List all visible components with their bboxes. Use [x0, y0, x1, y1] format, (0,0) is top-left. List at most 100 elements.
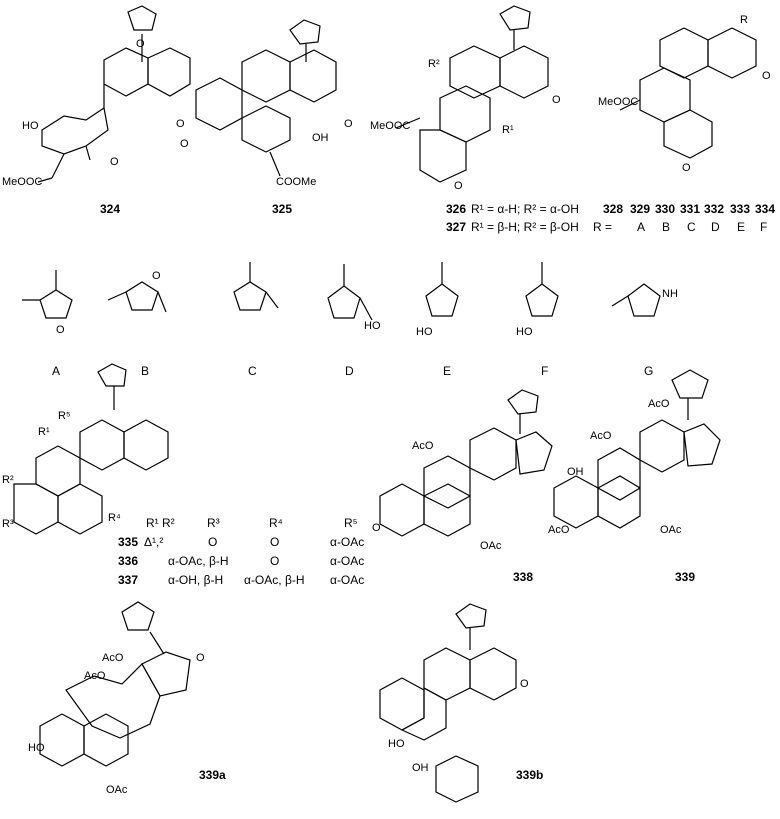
- caption-327: R¹ = β-H; R² = β-OH: [471, 220, 579, 234]
- table-335-r1r2: Δ¹,²: [144, 535, 164, 549]
- fragment-label-A: A: [52, 364, 61, 378]
- fragment-label-E: E: [443, 364, 452, 378]
- r-letter-D: D: [711, 220, 720, 234]
- atom-r1-326: R¹: [502, 124, 514, 136]
- compound-number-328: 328: [603, 202, 624, 216]
- atom-ho-frag-E: HO: [416, 326, 433, 338]
- compound-number-339: 339: [675, 570, 696, 584]
- compound-number-335: 335: [118, 535, 139, 549]
- atom-meooc-328: MeOOC: [598, 96, 639, 108]
- compound-number-327: 327: [446, 220, 467, 234]
- table-337-r4: α-OAc, β-H: [244, 573, 305, 587]
- atom-r5-335: R⁵: [58, 410, 71, 422]
- table-336-r5: α-OAc: [330, 554, 365, 568]
- atom-oh-325: OH: [312, 132, 329, 144]
- atom-o-328-ketone: O: [682, 162, 691, 174]
- atom-r-328: R: [740, 14, 748, 26]
- table-337-r3: α-OH, β-H: [168, 573, 224, 587]
- table-335-r3: O: [208, 535, 218, 549]
- compound-number-336: 336: [118, 554, 139, 568]
- atom-ho-frag-D: HO: [364, 320, 381, 332]
- fragment-D: [327, 264, 373, 321]
- atom-oh-338: OH: [567, 466, 584, 478]
- atom-meooc-326: MeOOC: [370, 120, 411, 132]
- table-header-r1r2: R¹ R²: [146, 516, 175, 530]
- compound-number-324: 324: [100, 202, 121, 216]
- fragment-C: [233, 262, 279, 311]
- table-header-r4: R⁴: [269, 516, 283, 530]
- compound-number-339b: 339b: [516, 768, 544, 782]
- structure-339: [553, 369, 721, 529]
- compound-number-337: 337: [118, 573, 139, 587]
- structure-326: [395, 5, 549, 183]
- compound-number-329: 329: [630, 202, 651, 216]
- atom-r2-335: R²: [2, 474, 14, 486]
- compound-number-332: 332: [704, 202, 725, 216]
- atom-o-325-lactone: O: [344, 118, 353, 130]
- r-letter-F: F: [760, 220, 768, 234]
- caption-326: R¹ = α-H; R² = α-OH: [471, 202, 579, 216]
- atom-aco-339-mid: AcO: [590, 430, 612, 442]
- atom-oh-339b: OH: [412, 762, 429, 774]
- atom-o-328-lactone: O: [762, 70, 771, 82]
- atom-aco-339-bottom: AcO: [548, 524, 570, 536]
- atom-r4-335: R⁴: [108, 512, 121, 524]
- atom-o-339b-lactone: O: [520, 678, 529, 690]
- atom-o-324-furan: O: [136, 38, 145, 50]
- compound-number-330: 330: [655, 202, 676, 216]
- compound-number-339a: 339a: [199, 768, 226, 782]
- atom-aco-338: AcO: [412, 440, 434, 452]
- r-letter-B: B: [662, 220, 671, 234]
- table-336-r3: α-OAc, β-H: [168, 554, 229, 568]
- atom-o-324-lactone: O: [176, 118, 185, 130]
- atom-nh-frag-G: NH: [662, 288, 678, 300]
- atom-r3-335: R³: [2, 518, 14, 530]
- atom-o-339a-ketone: O: [196, 652, 205, 664]
- structure-335: [13, 363, 169, 535]
- table-337-r5: α-OAc: [330, 573, 365, 587]
- structure-324: [37, 5, 191, 183]
- atom-o-frag-A: O: [56, 324, 65, 336]
- atom-ho-324: HO: [22, 120, 39, 132]
- atom-r1-335: R¹: [38, 426, 50, 438]
- atom-o-326-lactone: O: [552, 94, 561, 106]
- atom-oac-339: OAc: [660, 524, 682, 536]
- structure-328: [619, 27, 757, 159]
- table-header-r5: R⁵: [344, 516, 358, 530]
- table-335-r5: α-OAc: [330, 535, 365, 549]
- compound-number-325: 325: [272, 202, 293, 216]
- atom-o-frag-B: O: [152, 270, 161, 282]
- atom-r2-326: R²: [428, 58, 440, 70]
- compound-number-334: 334: [755, 202, 776, 216]
- table-header-r3: R³: [207, 516, 220, 530]
- r-letter-C: C: [687, 220, 696, 234]
- atom-aco-339a-1: AcO: [102, 652, 124, 664]
- structure-339b: [379, 603, 517, 803]
- atom-o-325-ketone: O: [180, 138, 189, 150]
- fragment-B: [107, 281, 167, 313]
- compound-number-326: 326: [446, 202, 467, 216]
- atom-ho-frag-F: HO: [516, 326, 533, 338]
- fragment-label-B: B: [141, 364, 150, 378]
- fragment-label-C: C: [248, 364, 257, 378]
- atom-ho-339b: HO: [388, 738, 405, 750]
- compound-number-333: 333: [730, 202, 751, 216]
- atom-ho-339a: HO: [28, 742, 45, 754]
- fragment-A: [22, 270, 73, 319]
- atom-aco-339-top: AcO: [648, 398, 670, 410]
- table-335-r4: O: [270, 535, 280, 549]
- fragment-label-D: D: [345, 364, 354, 378]
- atom-coome-325: COOMe: [276, 176, 317, 188]
- structure-338: [379, 389, 553, 537]
- r-equals-label: R =: [593, 220, 613, 234]
- compound-number-338: 338: [513, 570, 534, 584]
- fragment-label-G: G: [644, 364, 654, 378]
- atom-oac-338: OAc: [480, 540, 502, 552]
- atom-o-324-ketone: O: [110, 156, 119, 168]
- atom-oac-339a: OAc: [106, 784, 128, 796]
- structure-325: [195, 19, 337, 177]
- r-letter-E: E: [737, 220, 746, 234]
- fragment-F: [525, 262, 559, 317]
